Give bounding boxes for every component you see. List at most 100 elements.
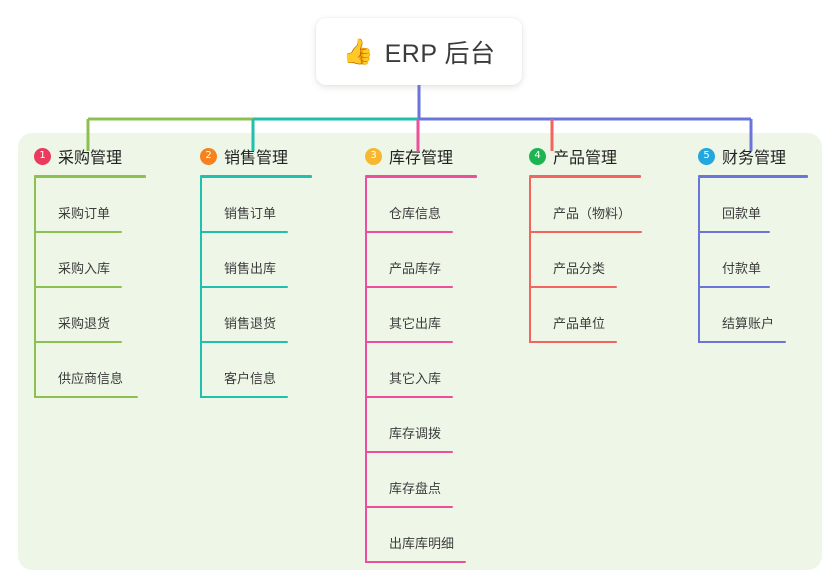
branch-item-underline — [200, 231, 288, 233]
branch-title: 采购管理 — [58, 150, 123, 167]
branch-item-label: 产品单位 — [553, 316, 606, 331]
branch-item-underline — [365, 341, 453, 343]
branch-item-label: 仓库信息 — [389, 206, 442, 221]
branch-number-badge: 5 — [698, 147, 715, 165]
branch-number-badge: 2 — [200, 147, 217, 165]
branch-trunk-line — [200, 178, 202, 398]
branch-item-underline — [365, 561, 466, 563]
branch-header-underline — [34, 175, 146, 178]
branch-header-1[interactable]: 1 采购管理 — [34, 143, 146, 169]
branch-item-underline — [200, 396, 288, 398]
branch-item-list: 仓库信息产品库存其它出库其它入库库存调拨库存盘点出库库明细 — [365, 178, 477, 563]
branch-item-underline — [698, 231, 770, 233]
branch-item-underline — [365, 286, 453, 288]
branch-item[interactable]: 其它入库 — [365, 343, 477, 398]
branch-item[interactable]: 采购订单 — [34, 178, 146, 233]
branch-item-label: 产品库存 — [389, 261, 442, 276]
branch-item[interactable]: 产品分类 — [529, 233, 641, 288]
branch-item-label: 采购退货 — [58, 316, 111, 331]
branch-column-5: 5 财务管理回款单付款单结算账户 — [698, 143, 808, 343]
branch-number-badge: 1 — [34, 147, 51, 165]
root-node-card[interactable]: 👍 ERP 后台 — [316, 18, 522, 85]
branch-title: 产品管理 — [553, 150, 618, 167]
branch-item-label: 出库库明细 — [389, 536, 455, 551]
branch-item-underline — [365, 231, 453, 233]
branch-item[interactable]: 客户信息 — [200, 343, 312, 398]
branch-number-badge: 4 — [529, 147, 546, 165]
branch-number-badge: 3 — [365, 147, 382, 165]
branch-item-label: 采购入库 — [58, 261, 111, 276]
branch-item[interactable]: 供应商信息 — [34, 343, 146, 398]
branch-item-underline — [34, 231, 122, 233]
branch-item[interactable]: 库存盘点 — [365, 453, 477, 508]
branch-item-underline — [698, 341, 786, 343]
branch-header-underline — [365, 175, 477, 178]
branch-header-3[interactable]: 3 库存管理 — [365, 143, 477, 169]
branch-item-label: 其它出库 — [389, 316, 442, 331]
branch-item-underline — [529, 286, 617, 288]
branch-header-5[interactable]: 5 财务管理 — [698, 143, 808, 169]
branch-item-underline — [698, 286, 770, 288]
branch-item-list: 产品（物料） 产品分类产品单位 — [529, 178, 642, 343]
branch-item[interactable]: 回款单 — [698, 178, 808, 233]
branch-title: 财务管理 — [722, 150, 787, 167]
branch-item-underline — [365, 506, 453, 508]
branch-item-label: 销售退货 — [224, 316, 277, 331]
branch-item-label: 销售出库 — [224, 261, 277, 276]
branch-item-list: 回款单付款单结算账户 — [698, 178, 808, 343]
branch-item[interactable]: 销售出库 — [200, 233, 312, 288]
branches-panel — [18, 133, 822, 570]
branch-item-label: 付款单 — [722, 261, 762, 276]
branch-item[interactable]: 库存调拨 — [365, 398, 477, 453]
branch-item-underline — [34, 396, 138, 398]
thumbs-up-icon: 👍 — [342, 37, 374, 66]
branch-header-2[interactable]: 2 销售管理 — [200, 143, 312, 169]
root-node-title: ERP 后台 — [384, 39, 496, 68]
branch-item-underline — [529, 231, 642, 233]
branch-item[interactable]: 仓库信息 — [365, 178, 477, 233]
branch-item-underline — [529, 341, 617, 343]
branch-item[interactable]: 产品（物料） — [529, 178, 642, 233]
branch-item[interactable]: 产品库存 — [365, 233, 477, 288]
branch-item-underline — [365, 451, 453, 453]
branch-item-underline — [200, 286, 288, 288]
branch-item[interactable]: 结算账户 — [698, 288, 808, 343]
branch-column-4: 4 产品管理产品（物料） 产品分类产品单位 — [529, 143, 642, 343]
branch-item-underline — [365, 396, 453, 398]
branch-trunk-line — [529, 178, 531, 343]
branch-item-label: 销售订单 — [224, 206, 277, 221]
branch-item-label: 回款单 — [722, 206, 762, 221]
branch-item-label: 采购订单 — [58, 206, 111, 221]
branch-item-underline — [34, 286, 122, 288]
branch-header-4[interactable]: 4 产品管理 — [529, 143, 641, 169]
branch-column-2: 2 销售管理销售订单销售出库销售退货客户信息 — [200, 143, 312, 398]
branch-item-label: 产品分类 — [553, 261, 606, 276]
branch-item-label: 其它入库 — [389, 371, 442, 386]
branch-header-underline — [200, 175, 312, 178]
branch-header-underline — [529, 175, 641, 178]
branch-item-label: 库存调拨 — [389, 426, 442, 441]
branch-item[interactable]: 付款单 — [698, 233, 808, 288]
branch-item[interactable]: 销售订单 — [200, 178, 312, 233]
branch-item-label: 结算账户 — [722, 316, 775, 331]
branch-title: 库存管理 — [389, 150, 454, 167]
branch-trunk-line — [698, 178, 700, 343]
branch-item-list: 销售订单销售出库销售退货客户信息 — [200, 178, 312, 398]
branch-column-3: 3 库存管理仓库信息产品库存其它出库其它入库库存调拨库存盘点出库库明细 — [365, 143, 477, 563]
branch-item[interactable]: 销售退货 — [200, 288, 312, 343]
branch-item[interactable]: 采购退货 — [34, 288, 146, 343]
branch-item-label: 客户信息 — [224, 371, 277, 386]
branch-title: 销售管理 — [224, 150, 289, 167]
branch-trunk-line — [365, 178, 367, 563]
branch-item[interactable]: 产品单位 — [529, 288, 641, 343]
branch-item-underline — [200, 341, 288, 343]
branch-header-underline — [698, 175, 808, 178]
branch-item[interactable]: 出库库明细 — [365, 508, 477, 563]
branch-item-list: 采购订单采购入库采购退货供应商信息 — [34, 178, 146, 398]
branch-trunk-line — [34, 178, 36, 398]
branch-item[interactable]: 其它出库 — [365, 288, 477, 343]
branch-item-label: 库存盘点 — [389, 481, 442, 496]
branch-item[interactable]: 采购入库 — [34, 233, 146, 288]
branch-column-1: 1 采购管理采购订单采购入库采购退货供应商信息 — [34, 143, 146, 398]
